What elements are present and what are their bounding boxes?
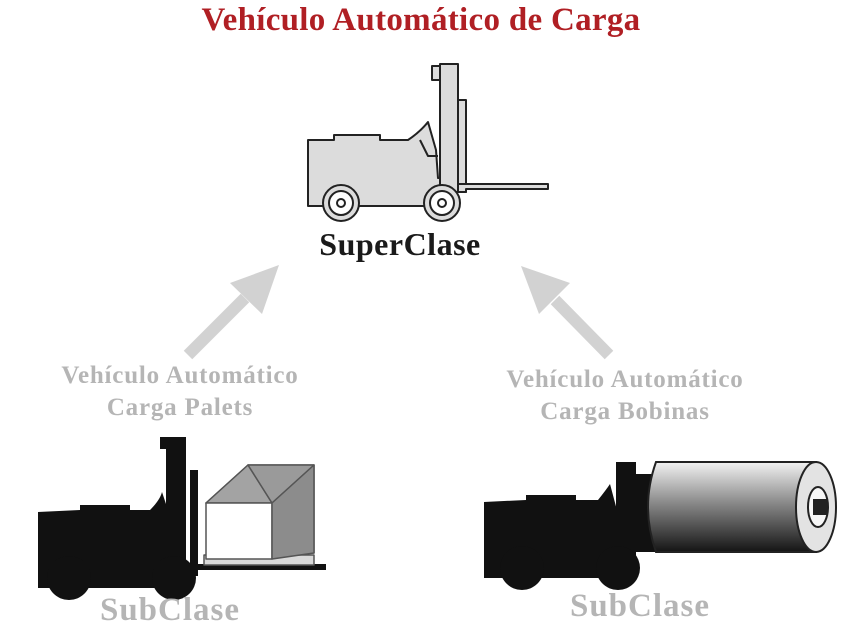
- steel-coil-icon: [647, 461, 837, 553]
- pallet-forklift-icon: [38, 437, 326, 600]
- subclass-pallet-name-line1: Vehículo Automático: [61, 362, 299, 389]
- diagram-title: Vehículo Automático de Carga: [201, 2, 641, 38]
- pallet-box-icon: [203, 464, 315, 566]
- inheritance-arrow-left: [183, 265, 279, 360]
- subclass-coil-name-line2: Carga Bobinas: [540, 398, 710, 425]
- inheritance-arrow-right: [521, 266, 614, 360]
- subclass-coil-label: SubClase: [569, 588, 711, 624]
- subclass-pallet-label: SubClase: [99, 592, 241, 628]
- subclass-pallet-name: Vehículo Automático Carga Palets: [10, 360, 350, 424]
- subclass-coil-name-line1: Vehículo Automático: [506, 366, 744, 393]
- subclass-coil-name: Vehículo Automático Carga Bobinas: [455, 364, 795, 428]
- superclass-forklift-icon: [307, 63, 549, 222]
- subclass-pallet-name-line2: Carga Palets: [106, 394, 254, 421]
- superclass-label: SuperClase: [319, 226, 481, 262]
- coil-forklift-icon: [484, 462, 656, 590]
